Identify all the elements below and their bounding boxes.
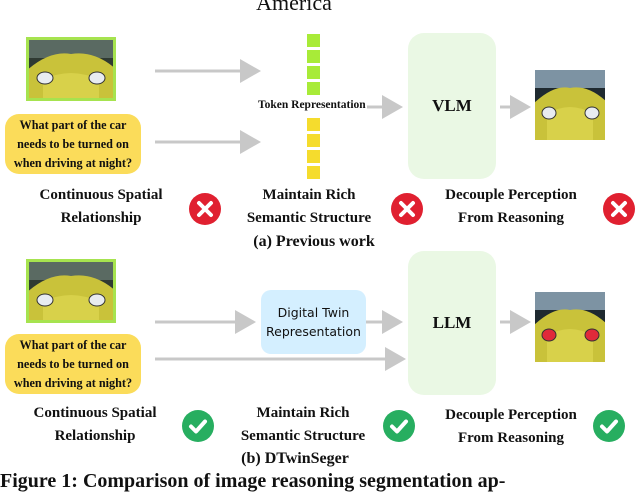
header-text: America bbox=[256, 0, 332, 15]
output-image-a bbox=[535, 70, 605, 140]
twin-label-line1: Digital Twin bbox=[277, 305, 350, 320]
car-segmented-icon bbox=[535, 292, 605, 362]
vlm-label: VLM bbox=[432, 96, 472, 115]
token-yellow bbox=[307, 118, 320, 131]
cross-icon bbox=[603, 193, 635, 225]
check-icon bbox=[182, 410, 214, 442]
llm-label: LLM bbox=[432, 313, 472, 332]
digital-twin-box: Digital Twin Representation bbox=[261, 290, 366, 354]
token-green bbox=[307, 34, 320, 47]
cross-icon bbox=[391, 193, 423, 225]
figure-caption: Figure 1: Comparison of image reasoning … bbox=[0, 470, 506, 492]
question-bubble: What part of the car needs to be turned … bbox=[5, 334, 141, 394]
token-yellow bbox=[307, 166, 320, 179]
check-icon bbox=[593, 410, 625, 442]
question-bubble: What part of the car needs to be turned … bbox=[5, 114, 141, 174]
token-green bbox=[307, 50, 320, 63]
input-car-image bbox=[26, 259, 116, 323]
car-image-icon bbox=[29, 40, 113, 98]
token-representation-label: Token Representation bbox=[257, 99, 367, 111]
cross-icon bbox=[189, 193, 221, 225]
check-icon bbox=[383, 410, 415, 442]
subtitle-a: (a) Previous work bbox=[253, 233, 375, 250]
car-image-icon bbox=[29, 262, 113, 320]
input-car-image bbox=[26, 37, 116, 101]
token-green bbox=[307, 66, 320, 79]
output-image-b bbox=[535, 292, 605, 362]
twin-label-line2: Representation bbox=[266, 324, 361, 339]
subtitle-b: (b) DTwinSeger bbox=[241, 450, 349, 467]
token-yellow bbox=[307, 150, 320, 163]
token-yellow bbox=[307, 134, 320, 147]
llm-box: LLM bbox=[408, 251, 496, 395]
token-green bbox=[307, 82, 320, 95]
vlm-box: VLM bbox=[408, 33, 496, 179]
car-result-icon bbox=[535, 70, 605, 140]
